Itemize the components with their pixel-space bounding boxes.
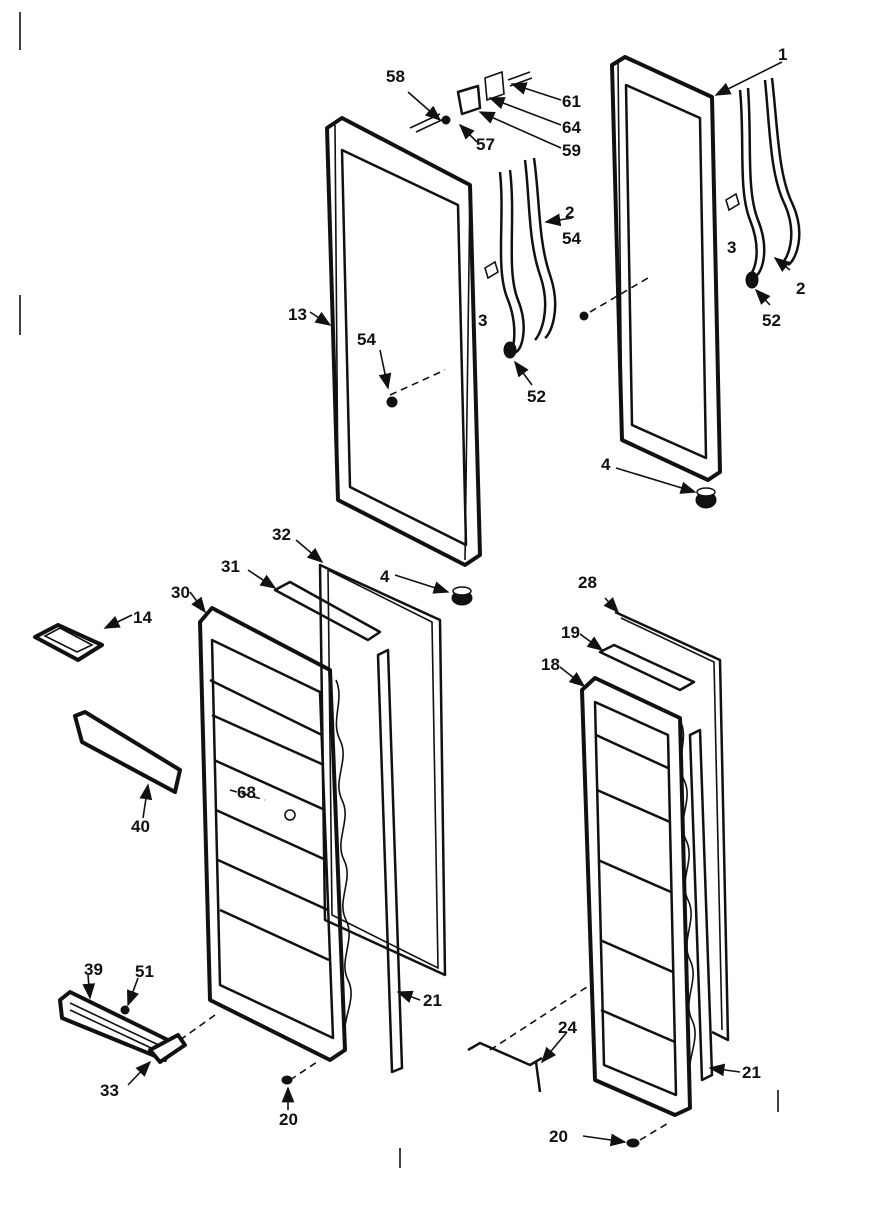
label-39: 39 — [84, 960, 103, 979]
label-19: 19 — [561, 623, 580, 642]
label-58: 58 — [386, 67, 405, 86]
label-68: 68 — [237, 783, 256, 802]
label-31: 31 — [221, 557, 240, 576]
handle-left — [484, 157, 557, 359]
label-4a: 4 — [380, 567, 390, 586]
label-64: 64 — [562, 118, 581, 137]
handle-right — [725, 77, 801, 289]
dispenser-cover — [58, 990, 187, 1064]
label-21b: 21 — [742, 1063, 761, 1082]
label-61: 61 — [562, 92, 581, 111]
label-52a: 52 — [527, 387, 546, 406]
leader-arrows — [82, 61, 791, 1147]
fresh-food-door-liner — [580, 676, 696, 1117]
label-30: 30 — [171, 583, 190, 602]
label-51: 51 — [135, 962, 154, 981]
label-20a: 20 — [279, 1110, 298, 1129]
label-28: 28 — [578, 573, 597, 592]
label-54b: 54 — [562, 229, 581, 248]
screw-right — [626, 1138, 640, 1148]
hinge-assembly — [409, 70, 533, 133]
label-40: 40 — [131, 817, 150, 836]
breaker-strip-right — [688, 728, 714, 1082]
label-54a: 54 — [357, 330, 376, 349]
small-shelf — [33, 623, 104, 662]
label-33: 33 — [100, 1081, 119, 1100]
label-4b: 4 — [601, 455, 611, 474]
screw-left — [281, 1075, 293, 1085]
assembly-lines — [179, 789, 671, 1141]
label-2a: 2 — [565, 203, 574, 222]
liner-top-bar-right — [598, 643, 696, 692]
freezer-door-liner — [198, 606, 352, 1062]
label-13: 13 — [288, 305, 307, 324]
label-14: 14 — [133, 608, 152, 627]
fresh-food-door-outer-panel — [579, 55, 722, 482]
fresh-food-door-gasket — [614, 610, 730, 1042]
retainer-clip — [467, 1041, 543, 1093]
label-52b: 52 — [762, 311, 781, 330]
label-24: 24 — [558, 1018, 577, 1037]
scan-marks — [19, 12, 779, 1168]
breaker-strip-left — [376, 648, 404, 1074]
label-3a: 3 — [478, 311, 487, 330]
label-21a: 21 — [423, 991, 442, 1010]
label-32: 32 — [272, 525, 291, 544]
label-2b: 2 — [796, 279, 805, 298]
label-57: 57 — [476, 135, 495, 154]
label-18: 18 — [541, 655, 560, 674]
label-59: 59 — [562, 141, 581, 160]
bushing-left — [451, 586, 473, 606]
liner-top-bar — [273, 580, 382, 642]
part-labels: 1 2 2 3 3 4 4 13 14 18 19 20 20 21 21 24… — [84, 45, 805, 1146]
label-3b: 3 — [727, 238, 736, 257]
label-1: 1 — [778, 45, 787, 64]
freezer-door-outer-panel — [325, 116, 482, 567]
door-bin — [73, 710, 182, 794]
freezer-door-gasket — [318, 563, 447, 977]
label-20b: 20 — [549, 1127, 568, 1146]
bushing-right — [695, 487, 717, 509]
